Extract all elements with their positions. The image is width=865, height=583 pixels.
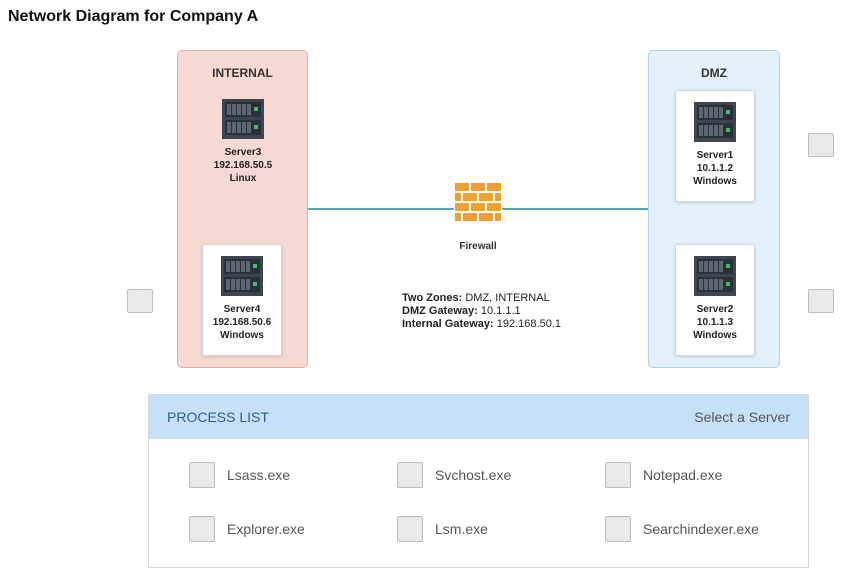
- process-checkbox[interactable]: [189, 462, 215, 488]
- server-icon: [222, 99, 264, 139]
- zones-value: DMZ, INTERNAL: [465, 292, 550, 304]
- process-label: Lsass.exe: [227, 467, 291, 483]
- dmz-zone-label: DMZ: [701, 66, 727, 80]
- server4-name: Server4: [223, 304, 261, 315]
- process-list-header: PROCESS LIST Select a Server: [149, 395, 808, 439]
- server-icon: [694, 102, 736, 142]
- server2-name: Server2: [696, 304, 734, 315]
- process-item-explorer[interactable]: Explorer.exe: [189, 516, 305, 542]
- server4-os: Windows: [220, 330, 264, 341]
- server3-os: Linux: [229, 173, 257, 184]
- server-icon: [221, 256, 263, 296]
- server-icon: [694, 256, 736, 296]
- page-title: Network Diagram for Company A: [8, 8, 259, 25]
- server1-os: Windows: [693, 176, 737, 187]
- process-checkbox[interactable]: [397, 462, 423, 488]
- process-item-notepad[interactable]: Notepad.exe: [605, 462, 722, 488]
- internal-gateway-value: 192.168.50.1: [496, 318, 561, 330]
- process-item-lsass[interactable]: Lsass.exe: [189, 462, 290, 488]
- internal-gateway-key: Internal Gateway:: [402, 318, 494, 330]
- server2-os: Windows: [693, 330, 737, 341]
- server2-ip: 10.1.1.3: [696, 317, 734, 328]
- process-list-title: PROCESS LIST: [167, 409, 269, 425]
- firewall: Firewall: [452, 182, 504, 252]
- select-server-label: Select a Server: [694, 409, 790, 425]
- server4-card[interactable]: Server4 192.168.50.6 Windows: [202, 244, 282, 356]
- process-item-svchost[interactable]: Svchost.exe: [397, 462, 511, 488]
- process-item-searchindexer[interactable]: Searchindexer.exe: [605, 516, 759, 542]
- server2-card[interactable]: Server2 10.1.1.3 Windows: [675, 244, 755, 356]
- server3-ip: 192.168.50.5: [213, 160, 273, 171]
- process-label: Lsm.exe: [435, 521, 488, 537]
- server3: Server3 192.168.50.5 Linux: [198, 98, 288, 185]
- process-checkbox[interactable]: [605, 462, 631, 488]
- process-item-lsm[interactable]: Lsm.exe: [397, 516, 488, 542]
- internal-zone-label: INTERNAL: [212, 66, 273, 80]
- process-label: Searchindexer.exe: [643, 521, 759, 537]
- drop-slot-right-bottom[interactable]: [808, 289, 834, 313]
- process-label: Svchost.exe: [435, 467, 512, 483]
- server3-name: Server3: [224, 147, 262, 158]
- server1-name: Server1: [696, 150, 734, 161]
- network-info: Two Zones: DMZ, INTERNAL DMZ Gateway: 10…: [402, 292, 561, 331]
- process-checkbox[interactable]: [397, 516, 423, 542]
- process-label: Notepad.exe: [643, 467, 723, 483]
- firewall-icon: [454, 182, 502, 222]
- process-list-panel: PROCESS LIST Select a Server Lsass.exe S…: [148, 394, 809, 568]
- process-checkbox[interactable]: [189, 516, 215, 542]
- drop-slot-left[interactable]: [127, 289, 153, 313]
- process-checkbox[interactable]: [605, 516, 631, 542]
- server4-ip: 192.168.50.6: [212, 317, 272, 328]
- firewall-label: Firewall: [459, 241, 497, 252]
- server1-ip: 10.1.1.2: [696, 163, 734, 174]
- drop-slot-right-top[interactable]: [808, 133, 834, 157]
- zones-key: Two Zones:: [402, 292, 463, 304]
- dmz-gateway-key: DMZ Gateway:: [402, 305, 478, 317]
- dmz-gateway-value: 10.1.1.1: [480, 305, 521, 317]
- process-label: Explorer.exe: [227, 521, 305, 537]
- server1-card[interactable]: Server1 10.1.1.2 Windows: [675, 90, 755, 202]
